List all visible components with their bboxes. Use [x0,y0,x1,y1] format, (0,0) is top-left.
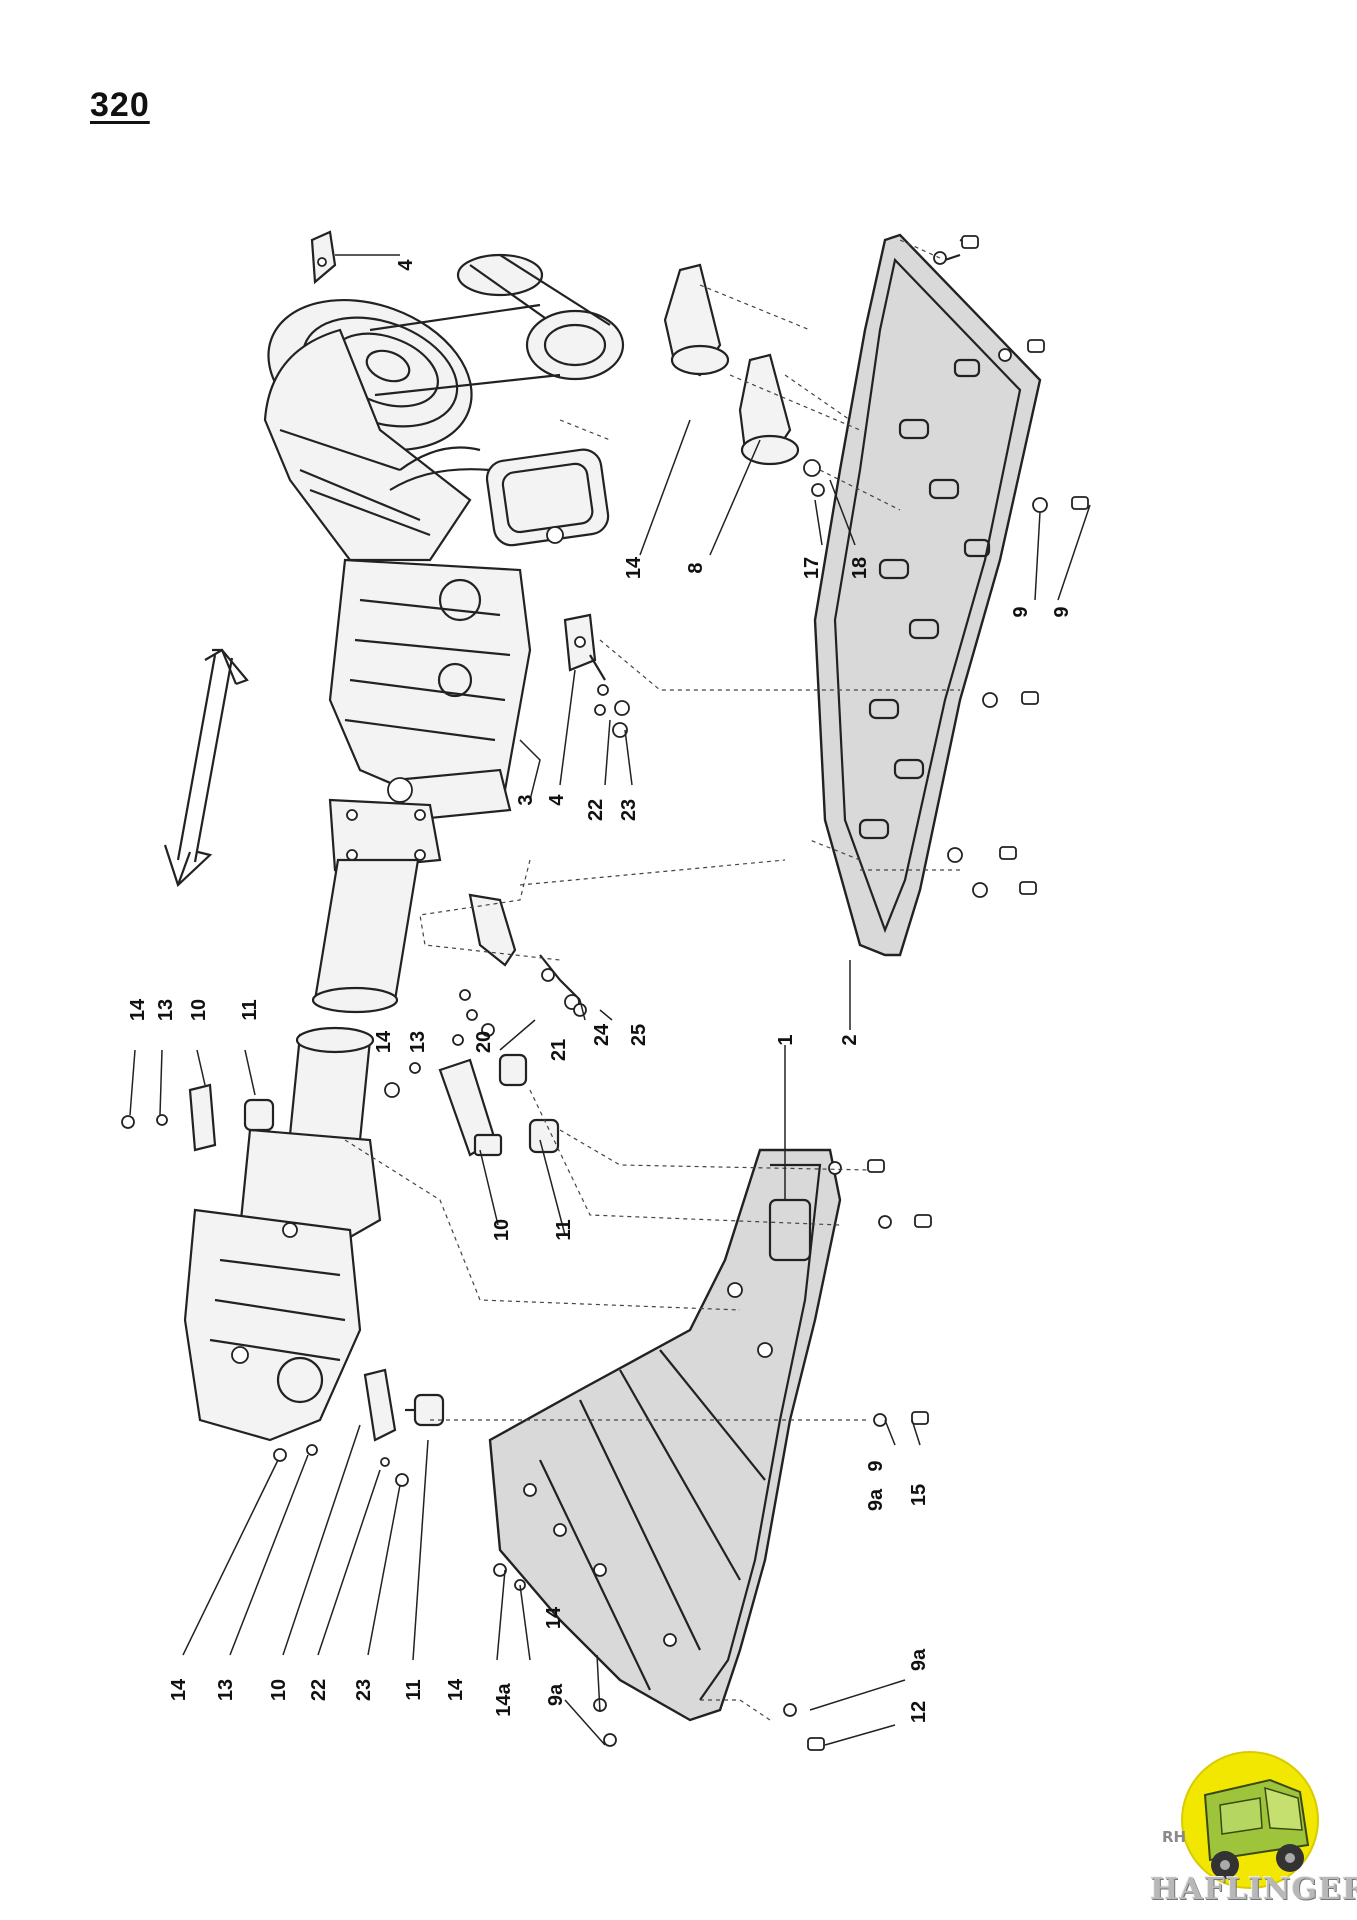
callout-6: 8 [685,562,707,573]
callout-labels: 4 14 8 17 18 9 9 3 4 22 23 1 2 14 13 20 … [127,259,1073,1724]
callout-9a-mid: 9a [865,1488,887,1511]
direction-arrow [163,648,249,887]
callout-21: 21 [548,1039,570,1061]
logo-emblem [1181,1751,1319,1889]
brackets-6-7 [663,263,825,497]
callout-10-upper: 10 [188,999,210,1021]
assembly-lines [344,239,960,1721]
callout-9-low: 9 [865,1460,887,1471]
logo-initials: RH [1162,1828,1187,1846]
callout-20: 20 [473,1031,495,1053]
callout-9a-low: 9a [545,1683,567,1706]
callout-13-low: 13 [215,1679,237,1701]
callout-7: 14 [623,556,645,579]
callout-17: 17 [801,557,823,579]
axle-housing-assembly [183,893,587,1442]
callout-25: 25 [628,1024,650,1046]
callout-4-mid: 4 [546,794,568,806]
leader-lines [129,254,1091,1746]
callout-3: 3 [515,794,537,805]
callout-23-low: 23 [353,1679,375,1701]
callout-23-mid: 23 [618,799,640,821]
page-number: 320 [90,86,150,124]
callout-22-mid: 22 [585,799,607,821]
callout-11-low: 11 [403,1679,425,1700]
callout-5: 10 [491,1219,513,1241]
callout-14a: 14a [493,1682,515,1716]
callout-14-mid: 14 [373,1030,395,1053]
callout-1: 1 [775,1034,797,1045]
logo-brand: HAFLINGER [1150,1872,1357,1907]
callout-14-upper: 14 [127,998,149,1021]
fasteners [121,235,1089,1751]
callout-18: 18 [849,557,871,579]
engine-assembly [263,230,625,562]
callout-14-low1: 14 [168,1678,190,1701]
callout-2: 2 [839,1034,861,1045]
callout-12: 12 [908,1701,930,1723]
skid-plate-rear [488,1148,842,1722]
callout-15: 15 [908,1484,930,1506]
gearbox-assembly [311,558,630,1014]
callout-11-upper: 11 [239,999,261,1020]
callout-14-low2: 14 [445,1678,467,1701]
callout-8: 9 [1051,606,1073,617]
callout-10-low: 10 [268,1679,290,1701]
callout-11-mid: 11 [553,1219,575,1240]
callout-13-mid: 13 [407,1031,429,1053]
callout-13-upper: 13 [155,999,177,1021]
callout-9-top: 9 [1010,606,1032,617]
haflinger-logo: RH HAFLINGER [1150,1750,1357,1915]
callout-22-low: 22 [308,1679,330,1701]
callout-14-low3: 14 [543,1606,565,1629]
callout-4-top: 4 [395,259,417,271]
callout-9a-right: 9a [908,1648,930,1671]
callout-24: 24 [591,1023,613,1046]
